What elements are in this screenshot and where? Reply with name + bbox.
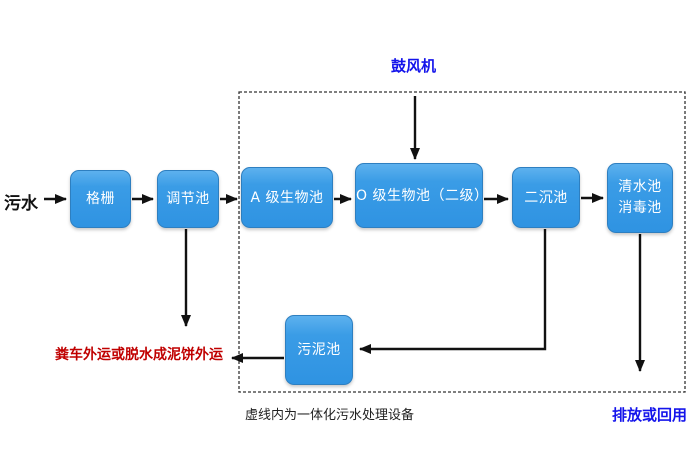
node-o-bio-tank: O 级生物池（二级） [355, 163, 488, 228]
sludge-disposal-label: 粪车外运或脱水成泥饼外运 [55, 347, 223, 363]
boundary-caption: 虚线内为一体化污水处理设备 [245, 408, 415, 423]
node-clean-water-disinfection-tank: 清水池 消毒池 [607, 163, 673, 233]
disinfection-tank-label: 消毒池 [618, 200, 662, 216]
blower-label: 鼓风机 [391, 57, 437, 75]
node-screen: 格栅 [70, 170, 131, 228]
node-sludge-tank: 污泥池 [285, 315, 353, 385]
node-regulating-tank: 调节池 [157, 170, 219, 228]
discharge-label: 排放或回用 [612, 406, 688, 424]
node-secondary-sedimentation-tank: 二沉池 [512, 167, 580, 228]
node-a-bio-tank: A 级生物池 [241, 167, 333, 228]
source-label: 污水 [4, 194, 38, 214]
clean-water-tank-label: 清水池 [618, 179, 662, 195]
arrow-sedimentation-to-sludge [359, 229, 547, 354]
